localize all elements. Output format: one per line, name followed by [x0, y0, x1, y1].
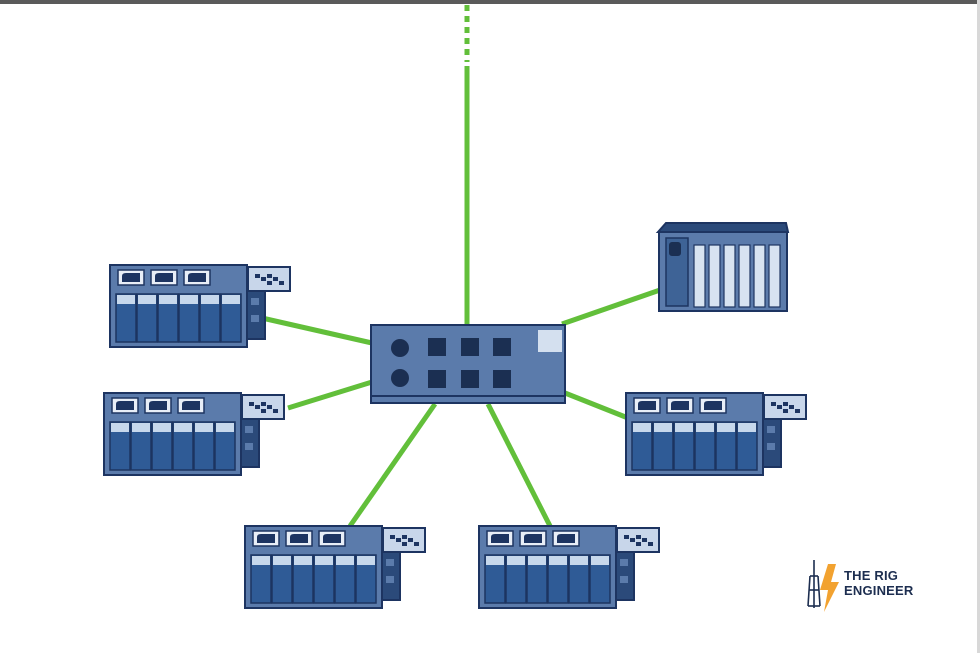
link-io-left-mid	[287, 379, 373, 411]
io-module-icon	[109, 264, 291, 348]
ethernet-switch-icon	[370, 324, 566, 404]
top-border	[0, 0, 980, 4]
brand-line-1: THE RIG	[844, 568, 899, 583]
link-io-bottom-right	[485, 402, 553, 528]
oil-rig-lightning-icon	[807, 560, 839, 612]
link-io-bottom-left	[347, 402, 438, 528]
brand-logo: THE RIG ENGINEER	[806, 556, 936, 616]
right-border	[977, 0, 980, 653]
link-io-right-mid	[564, 390, 629, 421]
link-io-left-top	[261, 315, 373, 346]
plc-rack-icon	[655, 222, 790, 312]
io-module-icon	[103, 392, 285, 476]
io-module-icon	[478, 525, 660, 609]
io-module-icon	[244, 525, 426, 609]
link-controller	[561, 287, 661, 327]
network-links	[261, 5, 661, 528]
io-module-icon	[625, 392, 807, 476]
brand-line-2: ENGINEER	[844, 583, 914, 598]
